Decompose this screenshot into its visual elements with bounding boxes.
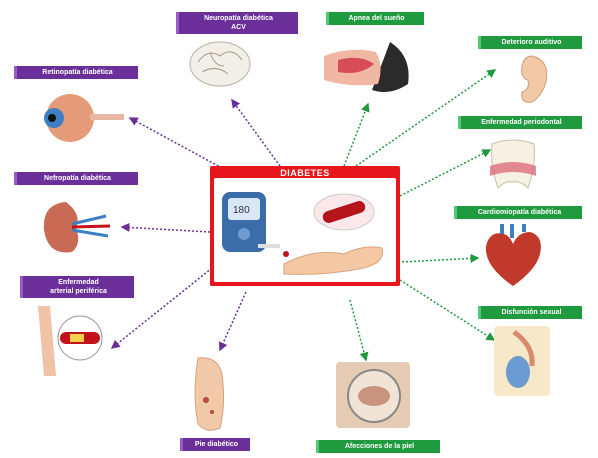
label-piel: Afecciones de la piel bbox=[316, 440, 440, 453]
connector-cardio bbox=[402, 258, 478, 262]
label-periodontal: Enfermedad periodontal bbox=[458, 116, 582, 129]
label-apnea: Apnea del sueño bbox=[326, 12, 424, 25]
reproductive-icon bbox=[494, 326, 550, 396]
foot-icon bbox=[184, 354, 234, 434]
sleep-apnea-icon bbox=[320, 36, 412, 96]
label-disfuncion: Disfunción sexual bbox=[478, 306, 582, 319]
skin-icon bbox=[336, 362, 410, 428]
center-title: DIABETES bbox=[210, 168, 400, 178]
artery-icon bbox=[30, 302, 104, 380]
label-pie: Pie diabético bbox=[180, 438, 250, 451]
tooth-icon bbox=[486, 136, 540, 194]
center-illustration: 180 bbox=[214, 178, 396, 282]
eye-icon bbox=[34, 88, 126, 148]
label-neuropatia: Neuropatía diabética ACV bbox=[176, 12, 298, 34]
connector-piel bbox=[350, 300, 366, 360]
heart-icon bbox=[478, 222, 548, 292]
label-deterioro-auditivo: Deterioro auditivo bbox=[478, 36, 582, 49]
connector-nefropatia bbox=[122, 227, 210, 232]
connector-retinopatia bbox=[130, 118, 222, 168]
kidney-icon bbox=[36, 194, 116, 262]
connector-apnea bbox=[344, 104, 368, 166]
svg-text:180: 180 bbox=[233, 205, 250, 216]
label-arterial: Enfermedad arterial periférica bbox=[20, 276, 134, 298]
connector-pie bbox=[220, 292, 246, 350]
connector-periodontal bbox=[400, 150, 490, 196]
connector-neuropatia bbox=[232, 100, 280, 166]
label-nefropatia: Nefropatía diabética bbox=[14, 172, 138, 185]
label-cardiomiopatia: Cardiomiopatía diabética bbox=[454, 206, 582, 219]
ear-icon bbox=[506, 52, 554, 108]
label-retinopatia: Retinopatía diabética bbox=[14, 66, 138, 79]
brain-icon bbox=[184, 36, 256, 94]
center-diabetes-box: DIABETES 180 bbox=[210, 166, 400, 286]
